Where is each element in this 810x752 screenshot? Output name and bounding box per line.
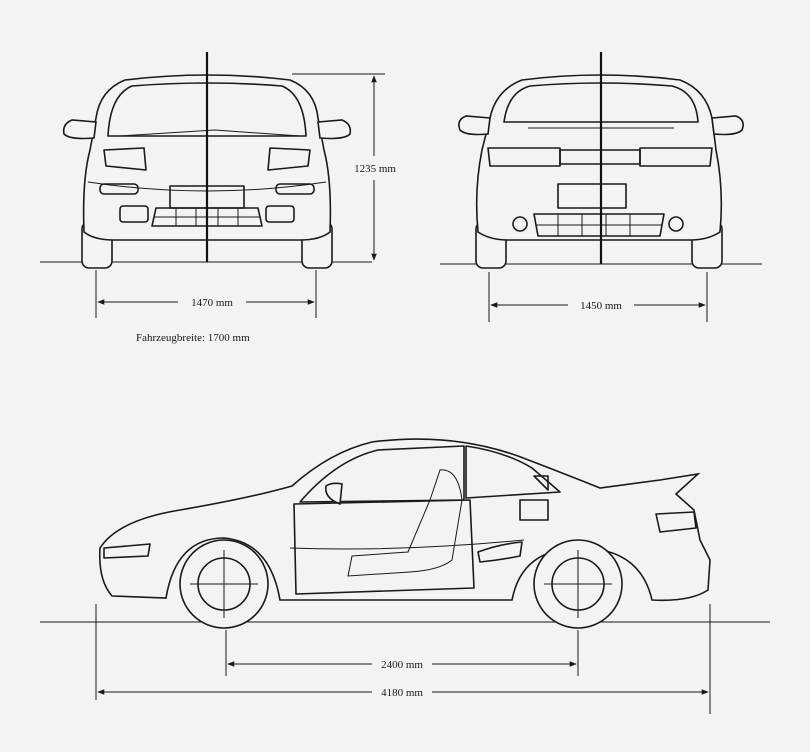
- front-right-headlamp: [267, 147, 311, 171]
- side-front-wheel: [179, 539, 269, 629]
- side-headlight: [103, 543, 151, 559]
- rear-track-label: 1450 mm: [580, 300, 622, 312]
- side-taillamp: [655, 511, 697, 533]
- rear-plate: [557, 183, 627, 209]
- side-fuel-door: [519, 499, 549, 521]
- front-left-indicator: [99, 183, 139, 195]
- rear-window: [503, 82, 699, 123]
- vehicle-width-label: Fahrzeugbreite: 1700 mm: [136, 332, 250, 344]
- side-body-line: [289, 539, 525, 550]
- side-window-front: [299, 445, 465, 503]
- length-label: 4180 mm: [381, 687, 423, 699]
- rear-left-exhaust: [512, 216, 528, 232]
- front-left-foglamp: [119, 205, 149, 223]
- side-seat-outline: [347, 469, 463, 577]
- front-track-label: 1470 mm: [191, 297, 233, 309]
- front-right-indicator: [275, 183, 315, 195]
- side-rear-wheel: [533, 539, 623, 629]
- rear-left-taillamp: [487, 147, 561, 167]
- rear-left-mirror: [458, 115, 491, 136]
- rear-diffuser: [533, 213, 665, 237]
- front-left-headlamp: [103, 147, 147, 171]
- front-grille-slats: [154, 208, 260, 226]
- rear-right-exhaust: [668, 216, 684, 232]
- front-right-mirror: [317, 119, 352, 140]
- rear-right-mirror: [711, 115, 744, 136]
- side-quarter-vent: [533, 475, 549, 491]
- side-view: 2400 mm 4180 mm: [40, 438, 770, 714]
- front-wipers: [119, 129, 301, 137]
- front-lower-grille: [151, 207, 263, 227]
- rear-view: 1450 mm: [440, 52, 762, 322]
- front-left-mirror: [62, 119, 97, 140]
- rear-body-outline: [475, 74, 723, 241]
- wheelbase-label: 2400 mm: [381, 659, 423, 671]
- side-intake: [477, 541, 523, 563]
- height-label: 1235 mm: [354, 163, 396, 175]
- side-body-outline: [98, 438, 711, 602]
- front-view: 1470 mm 1235 mm: [40, 52, 396, 318]
- side-mirror: [324, 482, 343, 506]
- front-right-foglamp: [265, 205, 295, 223]
- front-windshield: [107, 82, 307, 137]
- rear-right-taillamp: [639, 147, 713, 167]
- side-door: [293, 499, 475, 595]
- side-window-rear: [465, 445, 561, 499]
- rear-diffuser-slats: [536, 214, 662, 236]
